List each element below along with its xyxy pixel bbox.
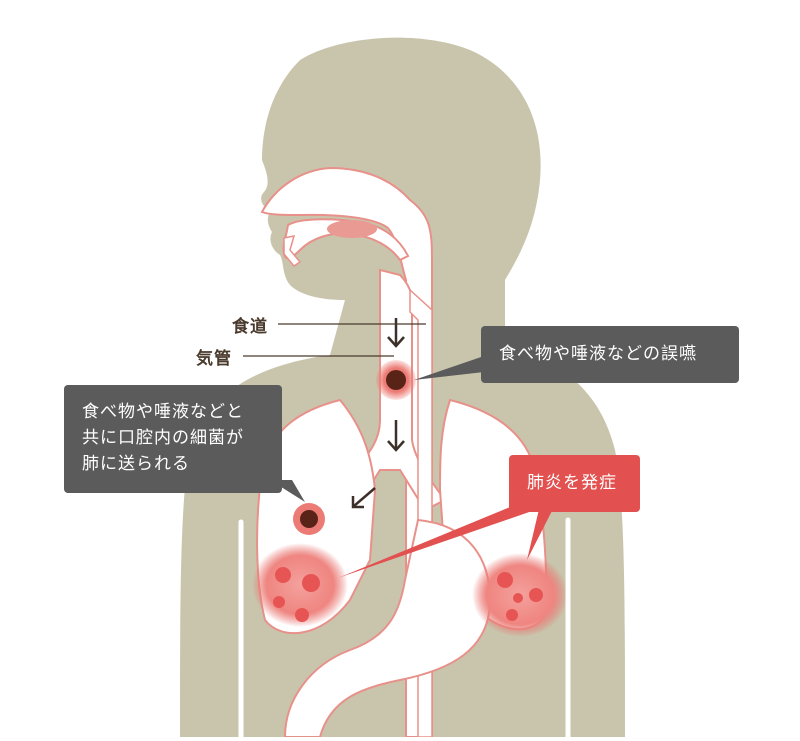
down-arrow-icon — [387, 318, 405, 348]
label-esophagus: 食道 — [232, 317, 268, 337]
callout-bacteria-line-3: 肺に送られる — [82, 454, 190, 474]
callout-pneumonia: 肺炎を発症 — [509, 455, 640, 512]
down-arrow-icon — [387, 420, 405, 452]
callout-pointer-pneumonia-left — [338, 505, 535, 578]
down-left-arrow-icon — [351, 487, 376, 509]
inflamed-right-lung — [472, 553, 568, 637]
aspirate-in-bronchus — [293, 503, 325, 535]
callout-pneumonia-text: 肺炎を発症 — [527, 473, 617, 493]
inflamed-left-lung — [252, 543, 348, 627]
label-trachea: 気管 — [196, 349, 232, 369]
callout-pointer-pneumonia-right — [527, 505, 555, 560]
aspirate-in-trachea — [376, 360, 416, 400]
callout-aspiration: 食べ物や唾液などの誤嚥 — [481, 326, 739, 383]
callout-bacteria: 食べ物や唾液などと 共に口腔内の細菌が 肺に送られる — [64, 385, 282, 493]
callout-aspiration-text: 食べ物や唾液などの誤嚥 — [499, 344, 697, 364]
callout-pointer-aspiration — [414, 356, 484, 380]
callout-bacteria-line-2: 共に口腔内の細菌が — [82, 428, 244, 448]
callout-bacteria-line-1: 食べ物や唾液などと — [82, 402, 244, 422]
label-leader-lines — [243, 323, 426, 357]
